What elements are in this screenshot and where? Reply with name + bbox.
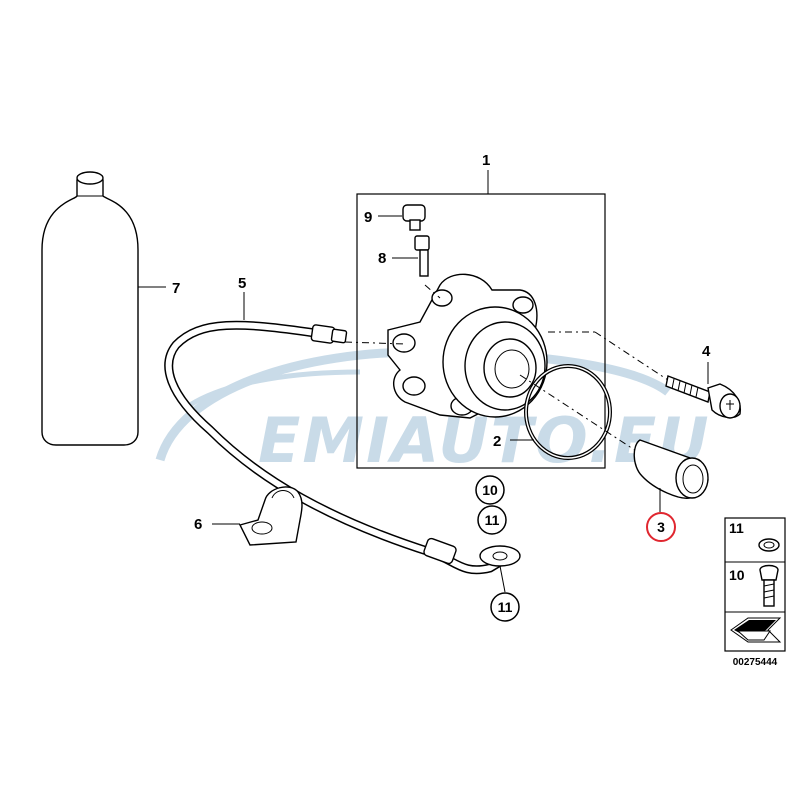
legend-box: 11 10 00275444 [724,517,786,668]
o-ring-part [510,364,612,460]
diagram-code: 00275444 [733,657,778,668]
callout-4: 4 [702,343,711,360]
arrow-icon [730,617,782,643]
callout-11-lower: 11 [498,599,513,615]
assembly-frame [356,170,606,469]
callout-8: 8 [378,250,386,267]
callout-1: 1 [482,152,490,169]
circled-callouts: 10 11 11 [475,475,520,622]
bushing-part [633,439,709,512]
washer-icon [758,538,780,552]
callout-2: 2 [493,433,501,450]
callout-10: 10 [482,482,498,498]
legend-item-11: 11 [729,520,744,536]
legend-item-10: 10 [729,567,745,583]
callout-3-highlight: 3 [646,512,676,542]
callout-6: 6 [194,516,202,533]
callout-3: 3 [657,519,665,535]
bottle-part [41,171,166,446]
hose-part [164,292,521,575]
bolt-icon [759,564,779,607]
clutch-slave-housing [387,273,548,419]
bracket-part [212,486,303,546]
bolt-part [665,362,742,419]
centerlines [344,284,669,461]
callout-11-upper: 11 [485,512,500,528]
callout-5: 5 [238,275,246,292]
callout-7: 7 [172,280,180,297]
callout-9: 9 [364,209,372,226]
bleed-valve-part [378,204,430,277]
